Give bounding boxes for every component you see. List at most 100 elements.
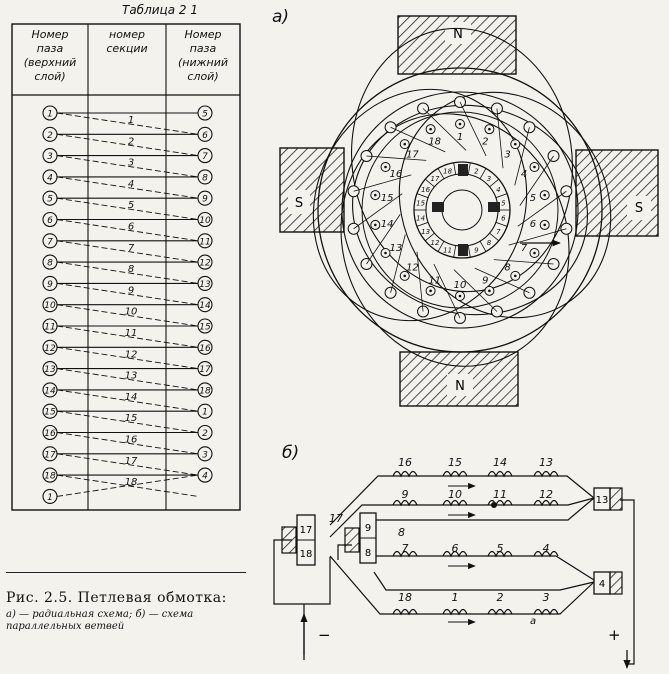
top-slot-number: 17	[44, 450, 56, 460]
header-line: Номер	[31, 28, 68, 41]
commutator-segment-label: 14	[416, 214, 425, 222]
slot-circle-top	[42, 297, 58, 313]
bottom-slot-number: 14	[199, 301, 211, 311]
plus-terminal: +	[608, 626, 621, 644]
slot: 2	[482, 102, 504, 169]
pole-bottom-label: N	[455, 379, 465, 394]
top-slot-number: 3	[47, 152, 53, 162]
commutator-segment-label: 5	[501, 200, 506, 208]
coil-label: 10	[448, 488, 462, 501]
header-line: слой)	[34, 70, 65, 83]
slot: 9	[453, 269, 503, 318]
slot-circle-top	[42, 446, 58, 462]
slot-circle-bottom	[197, 403, 213, 419]
coil-label: 13	[539, 456, 553, 469]
slot-circle-bottom	[197, 254, 213, 270]
header-line: (верхний	[24, 56, 77, 69]
right-bottom-label: 4	[599, 579, 605, 590]
table-title: Таблица 2 1	[122, 3, 198, 17]
table-row: 226	[42, 126, 213, 157]
section-number: 8	[128, 264, 134, 275]
left-brush-top-label: 17	[300, 525, 313, 536]
caption-rule	[6, 572, 246, 573]
section-number: 6	[128, 222, 134, 233]
table-row: 559	[42, 190, 213, 220]
slot-circle-top	[42, 382, 58, 398]
slot-label: 8	[504, 263, 510, 274]
coil-section	[533, 608, 559, 616]
left-outer-label: 17	[329, 512, 343, 525]
bottom-slot-number: 8	[202, 173, 208, 183]
slot: 12	[384, 234, 419, 299]
section-number: 1	[128, 115, 134, 126]
pole-left-label: S	[295, 196, 303, 211]
slot: 18	[417, 102, 467, 151]
coil-label: 12	[539, 488, 553, 501]
commutator-segment-label: 18	[443, 168, 452, 176]
bottom-slot-number: 2	[202, 429, 208, 439]
commutator-segment-label: 3	[487, 175, 491, 183]
slot-label: 10	[454, 280, 467, 291]
slot-label: 15	[381, 193, 394, 204]
middle-commutator: 9 8 8	[344, 512, 405, 564]
top-slot-number: 6	[47, 216, 53, 226]
section-number: 7	[128, 243, 135, 254]
caption-main: Рис. 2.5. Петлевая обмотка:	[6, 590, 227, 606]
pole-right-label: S	[635, 201, 643, 216]
slot-circle-top	[42, 339, 58, 355]
coil-section	[392, 470, 418, 478]
slot: 10	[433, 263, 467, 324]
slot: 8	[474, 263, 536, 299]
coil-label: 18	[398, 591, 412, 604]
slot-circle-bottom	[197, 190, 213, 206]
commutator-segment-label: 6	[501, 214, 506, 222]
slot-circle-top	[42, 254, 58, 270]
left-commutator: 17 18 17	[281, 512, 343, 566]
diagram-b-label: б)	[282, 443, 299, 463]
coil-section	[533, 499, 559, 507]
coil-section	[392, 499, 418, 507]
section-number: 5	[128, 200, 134, 211]
coil-label: 3	[543, 591, 550, 604]
header-line: номер	[109, 28, 145, 41]
section-number: 3	[128, 158, 134, 169]
coil-section	[442, 470, 468, 478]
branch-wires	[273, 475, 635, 665]
slot: 16	[360, 150, 427, 180]
coil-label: 7	[402, 542, 409, 555]
pole-right: S	[575, 149, 659, 237]
slot-circle-bottom	[197, 467, 213, 483]
slot: 7	[493, 243, 560, 270]
branch-coils	[392, 470, 559, 626]
slot-circle-bottom	[197, 446, 213, 462]
section-number: 16	[125, 435, 138, 446]
slot-label: 18	[428, 136, 441, 147]
diagram-a-label: а)	[272, 7, 289, 27]
table-rows: 1152263374485596610771188129913101014111…	[42, 105, 213, 504]
bottom-slot-number: 12	[199, 259, 211, 269]
table-frame	[11, 23, 241, 511]
top-slot-number: 7	[47, 237, 53, 247]
top-slot-number: 15	[44, 408, 56, 418]
coil-section	[392, 608, 418, 616]
section-number: 17	[125, 456, 138, 467]
mid-bottom-label: 8	[365, 548, 371, 559]
coil-section	[442, 499, 468, 507]
coil-label: 4	[543, 542, 550, 555]
section-number: 14	[125, 392, 138, 403]
section-number: 13	[125, 371, 138, 382]
last-top-slot: 1	[47, 493, 53, 503]
brush-bottom	[458, 244, 468, 256]
